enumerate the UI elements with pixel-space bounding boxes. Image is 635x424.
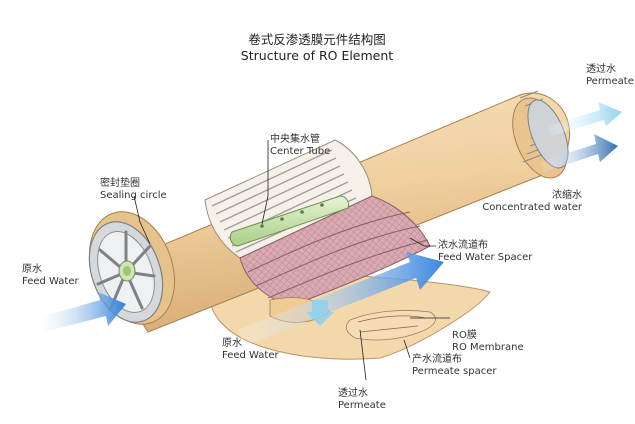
title-en: Structure of RO Element (241, 48, 393, 63)
left-end-cap (88, 211, 176, 325)
leader-lines (133, 140, 450, 381)
label-feed-water-left-en: Feed Water (22, 276, 79, 287)
label-center-tube-en: Center Tube (270, 146, 330, 157)
permeate-arrow-bottom (306, 300, 334, 326)
feed-water-arrow-center (238, 252, 444, 346)
label-sealing-circle-zh: 密封垫圈 (100, 176, 140, 189)
concentrated-water-arrow (540, 134, 618, 172)
label-feed-water-spacer-en: Feed Water Spacer (438, 252, 533, 263)
feed-water-arrow-left (38, 292, 126, 332)
label-permeate-bottom-en: Permeate (338, 400, 386, 411)
title-zh: 卷式反渗透膜元件结构图 (248, 32, 386, 47)
label-ro-membrane-en: RO Membrane (452, 342, 524, 353)
flow-arrows (38, 102, 622, 346)
label-permeate-right-zh: 透过水 (586, 62, 616, 75)
label-center-tube-zh: 中央集水管 (270, 132, 320, 145)
center-tube (229, 195, 349, 247)
label-permeate-bottom-zh: 透过水 (338, 386, 368, 399)
label-permeate-spacer-en: Permeate spacer (412, 366, 497, 377)
label-sealing-circle-en: Sealing circle (100, 190, 167, 201)
label-concentrated-water-en: Concentrated water (482, 202, 583, 213)
label-feed-water-bottom-zh: 原水 (222, 337, 242, 349)
label-feed-water-bottom-en: Feed Water (222, 350, 279, 361)
label-concentrated-water-zh: 浓缩水 (552, 188, 582, 201)
permeate-arrow-right (548, 102, 622, 136)
label-feed-water-spacer-zh: 浓水流道布 (438, 238, 488, 251)
label-permeate-right-en: Permeate (586, 76, 634, 87)
label-feed-water-left-zh: 原水 (22, 263, 42, 275)
label-permeate-spacer-zh: 产水流道布 (412, 352, 462, 365)
label-ro-membrane-zh: RO膜 (452, 329, 477, 341)
